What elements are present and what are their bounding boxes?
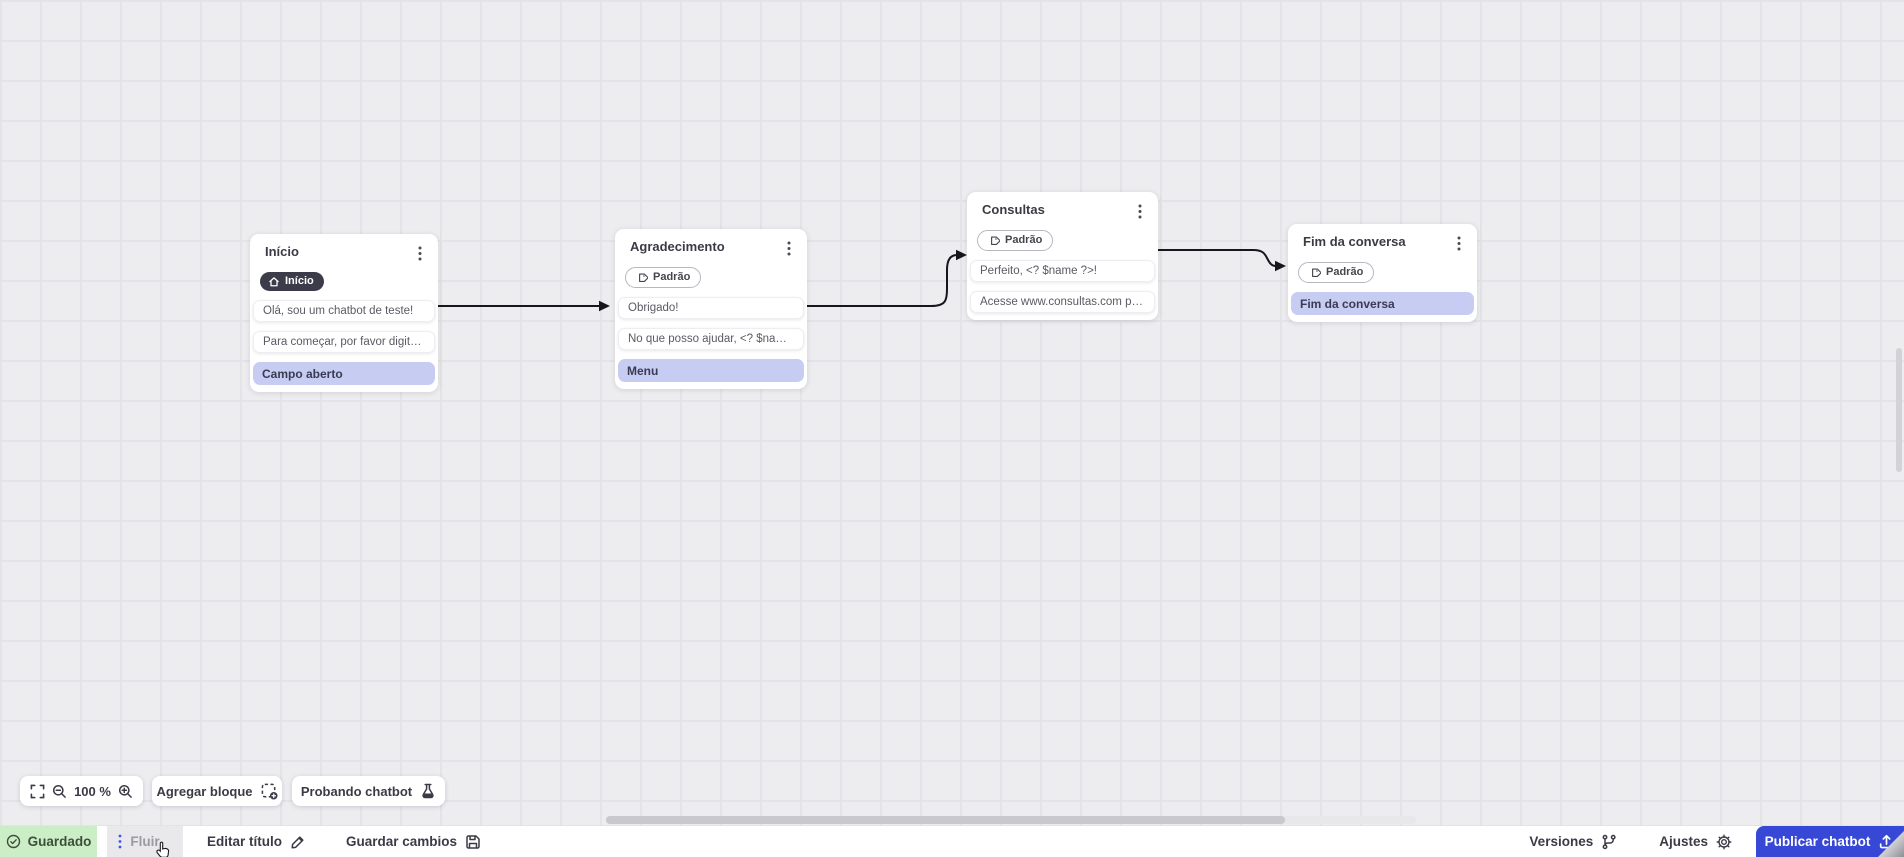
action-block-fim-da-conversa[interactable]: Fim da conversa bbox=[1291, 292, 1474, 315]
pencil-icon bbox=[291, 835, 304, 849]
add-block-label: Agregar bloque bbox=[156, 783, 253, 799]
flow-node-fim-da-conversa[interactable]: Fim da conversa Padrão Fim da conversa bbox=[1288, 224, 1477, 322]
save-icon bbox=[466, 834, 480, 849]
horizontal-scrollbar-thumb[interactable] bbox=[606, 816, 1285, 824]
flow-node-agradecimento[interactable]: Agradecimento Padrão Obrigado! No que po… bbox=[615, 229, 807, 389]
message-block[interactable]: No que posso ajudar, <? $name ... bbox=[618, 328, 804, 350]
tag-icon bbox=[639, 272, 648, 282]
message-block[interactable]: Olá, sou um chatbot de teste! bbox=[253, 300, 435, 322]
zoom-out-icon bbox=[52, 784, 66, 798]
horizontal-scrollbar-track[interactable] bbox=[606, 816, 1416, 824]
add-block-button[interactable]: Agregar bloque bbox=[152, 776, 282, 806]
message-block[interactable]: Perfeito, <? $name ?>! bbox=[970, 260, 1155, 282]
settings-label: Ajustes bbox=[1659, 834, 1708, 849]
badge-label: Padrão bbox=[1005, 234, 1043, 246]
save-changes-label: Guardar cambios bbox=[346, 834, 458, 849]
message-block[interactable]: Obrigado! bbox=[618, 297, 804, 319]
kebab-menu-icon[interactable] bbox=[412, 244, 428, 262]
node-badge-padrao: Padrão bbox=[1298, 262, 1375, 283]
add-block-icon bbox=[261, 783, 278, 800]
connection-consultas-fim bbox=[1157, 249, 1277, 267]
publish-label: Publicar chatbot bbox=[1764, 834, 1871, 849]
upload-icon bbox=[1880, 834, 1894, 849]
edit-title-label: Editar título bbox=[207, 834, 282, 849]
branch-icon bbox=[1602, 834, 1616, 849]
tab-fluir[interactable]: Fluir bbox=[107, 826, 183, 857]
bottom-bar: Guardado Fluir Editar título Guardar cam… bbox=[0, 825, 1904, 857]
kebab-menu-icon[interactable] bbox=[781, 239, 797, 257]
zoom-in-icon bbox=[118, 784, 132, 798]
edit-title-button[interactable]: Editar título bbox=[207, 826, 306, 857]
home-icon bbox=[269, 276, 279, 286]
badge-label: Início bbox=[285, 275, 314, 287]
gear-icon bbox=[1716, 834, 1732, 849]
saved-label: Guardado bbox=[27, 834, 92, 849]
versions-button[interactable]: Versiones bbox=[1529, 826, 1617, 857]
zoom-in-button[interactable] bbox=[118, 784, 133, 799]
flow-node-inicio[interactable]: Início Início Olá, sou um chatbot de tes… bbox=[250, 234, 438, 392]
zoom-toolbar: 100 % bbox=[20, 776, 143, 806]
action-block-campo-aberto[interactable]: Campo aberto bbox=[253, 362, 435, 385]
badge-label: Padrão bbox=[1326, 266, 1364, 278]
tag-icon bbox=[1312, 267, 1321, 277]
node-title: Início bbox=[265, 244, 299, 259]
vertical-scrollbar-thumb[interactable] bbox=[1896, 348, 1902, 472]
publish-chatbot-button[interactable]: Publicar chatbot bbox=[1756, 826, 1904, 857]
node-title: Agradecimento bbox=[630, 239, 725, 254]
node-badge-padrao: Padrão bbox=[625, 267, 702, 288]
node-title: Fim da conversa bbox=[1303, 234, 1406, 249]
bottom-bar-spacer bbox=[481, 826, 1529, 857]
fit-screen-icon bbox=[30, 784, 45, 798]
zoom-out-button[interactable] bbox=[52, 784, 67, 799]
fit-view-button[interactable] bbox=[30, 784, 45, 799]
badge-label: Padrão bbox=[653, 271, 691, 283]
kebab-menu-icon[interactable] bbox=[1451, 234, 1467, 252]
test-chatbot-button[interactable]: Probando chatbot bbox=[292, 776, 445, 806]
tab-fluir-label: Fluir bbox=[130, 834, 160, 849]
save-changes-button[interactable]: Guardar cambios bbox=[346, 826, 481, 857]
connection-agradecimento-consultas bbox=[806, 254, 958, 307]
message-block[interactable]: Acesse www.consultas.com par... bbox=[970, 291, 1155, 313]
tag-icon bbox=[991, 235, 1000, 245]
kebab-menu-icon[interactable] bbox=[1132, 202, 1148, 220]
versions-label: Versiones bbox=[1529, 834, 1594, 849]
test-chatbot-label: Probando chatbot bbox=[300, 783, 413, 799]
message-block[interactable]: Para começar, por favor digite o ... bbox=[253, 331, 435, 353]
node-badge-inicio: Início bbox=[260, 272, 324, 291]
saved-status-badge: Guardado bbox=[0, 826, 97, 857]
drag-dots-icon[interactable] bbox=[118, 834, 122, 849]
flow-node-consultas[interactable]: Consultas Padrão Perfeito, <? $name ?>! … bbox=[967, 192, 1158, 320]
action-block-menu[interactable]: Menu bbox=[618, 359, 804, 382]
check-circle-icon bbox=[6, 834, 20, 849]
settings-button[interactable]: Ajustes bbox=[1659, 826, 1732, 857]
node-badge-padrao: Padrão bbox=[977, 230, 1054, 251]
node-title: Consultas bbox=[982, 202, 1045, 217]
flask-icon bbox=[422, 783, 434, 799]
zoom-level: 100 % bbox=[74, 783, 111, 799]
